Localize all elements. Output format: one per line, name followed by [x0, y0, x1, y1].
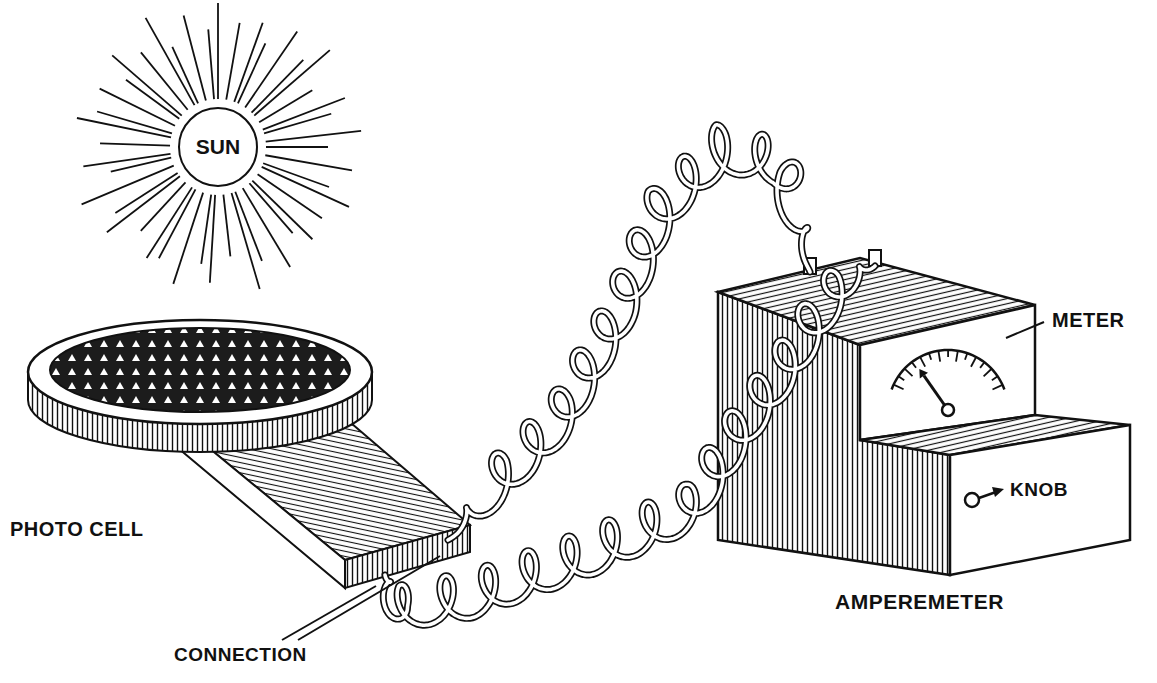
- dial-tick: [920, 357, 925, 367]
- knob-pointer-head: [992, 487, 1004, 497]
- sun-ray: [223, 195, 230, 257]
- sun-label: SUN: [196, 135, 240, 158]
- sun-ray: [210, 195, 215, 283]
- part-label: AMPEREMETER: [833, 590, 1006, 613]
- sun-disc: SUN: [178, 107, 258, 187]
- amperemeter-box: [718, 250, 1130, 575]
- sun-ray: [201, 195, 211, 264]
- sun-ray: [126, 80, 179, 119]
- sun-rays: [77, 3, 361, 289]
- sun-ray: [147, 187, 192, 258]
- leader-line: [1006, 322, 1044, 338]
- needle-head: [919, 369, 928, 378]
- sun-ray: [184, 15, 206, 100]
- dial-tick: [912, 362, 916, 368]
- cord-outline: [383, 266, 875, 625]
- needle-pivot: [942, 404, 954, 416]
- sun-ray: [173, 193, 203, 284]
- sun-ray: [83, 154, 170, 167]
- sun-ray: [82, 166, 174, 205]
- sun-ray: [217, 3, 219, 99]
- sun-ray: [266, 146, 328, 148]
- sun-ray: [226, 23, 239, 100]
- meter-dial: [892, 350, 1005, 416]
- dial-tick: [905, 369, 913, 377]
- cell-surface: [50, 328, 350, 412]
- leader-line: [282, 586, 376, 640]
- sun-ray: [266, 131, 361, 142]
- part-label: PHOTO CELL: [8, 518, 146, 540]
- sun-ray: [234, 23, 262, 102]
- leader-line: [298, 556, 440, 640]
- knob: [965, 493, 979, 507]
- dial-tick: [992, 376, 998, 380]
- sun-ray: [100, 143, 170, 145]
- dial-tick: [980, 362, 984, 368]
- dial-tick: [992, 385, 1002, 390]
- coiled-cord: [383, 266, 875, 625]
- cord-core: [383, 266, 875, 625]
- part-label: KNOB: [1008, 480, 1070, 501]
- sun-ray: [264, 114, 331, 134]
- dial-tick: [956, 351, 958, 362]
- part-label: METER: [1050, 309, 1127, 331]
- sun-ray: [259, 90, 312, 122]
- sun-ray: [252, 181, 312, 240]
- dial-tick: [898, 376, 904, 380]
- sun-ray: [232, 193, 260, 289]
- dial-tick: [984, 369, 992, 377]
- sun-ray: [107, 176, 180, 232]
- dial-tick: [894, 385, 904, 390]
- part-label: CONNECTION: [172, 645, 309, 666]
- sun-ray: [97, 112, 172, 134]
- dial-tick: [965, 353, 967, 360]
- knob-panel: [950, 425, 1130, 575]
- coiled-wires: [383, 125, 875, 625]
- sun-ray: [238, 43, 265, 103]
- cord-outline: [448, 125, 810, 540]
- sun-ray: [208, 29, 214, 99]
- leader-lines: [282, 322, 1044, 640]
- dial-tick: [929, 353, 931, 360]
- sun-ray: [249, 183, 292, 233]
- dial-tick: [947, 350, 949, 357]
- coiled-cord: [448, 125, 810, 540]
- photo-cell: [28, 320, 470, 588]
- sun-ray: [111, 158, 171, 172]
- cord-core: [448, 125, 810, 540]
- sun-ray: [115, 173, 177, 213]
- sun-ray: [252, 60, 304, 113]
- disc-top: [28, 320, 372, 424]
- sun-ray: [263, 98, 345, 130]
- sun-ray: [159, 189, 196, 258]
- dial-tick: [971, 357, 976, 367]
- knob-pointer: [979, 492, 996, 498]
- sun-ray: [77, 118, 171, 137]
- dial-tick: [938, 351, 940, 362]
- sun-ray: [245, 32, 297, 108]
- dial-arc: [892, 350, 1005, 389]
- sun-ray: [254, 50, 330, 115]
